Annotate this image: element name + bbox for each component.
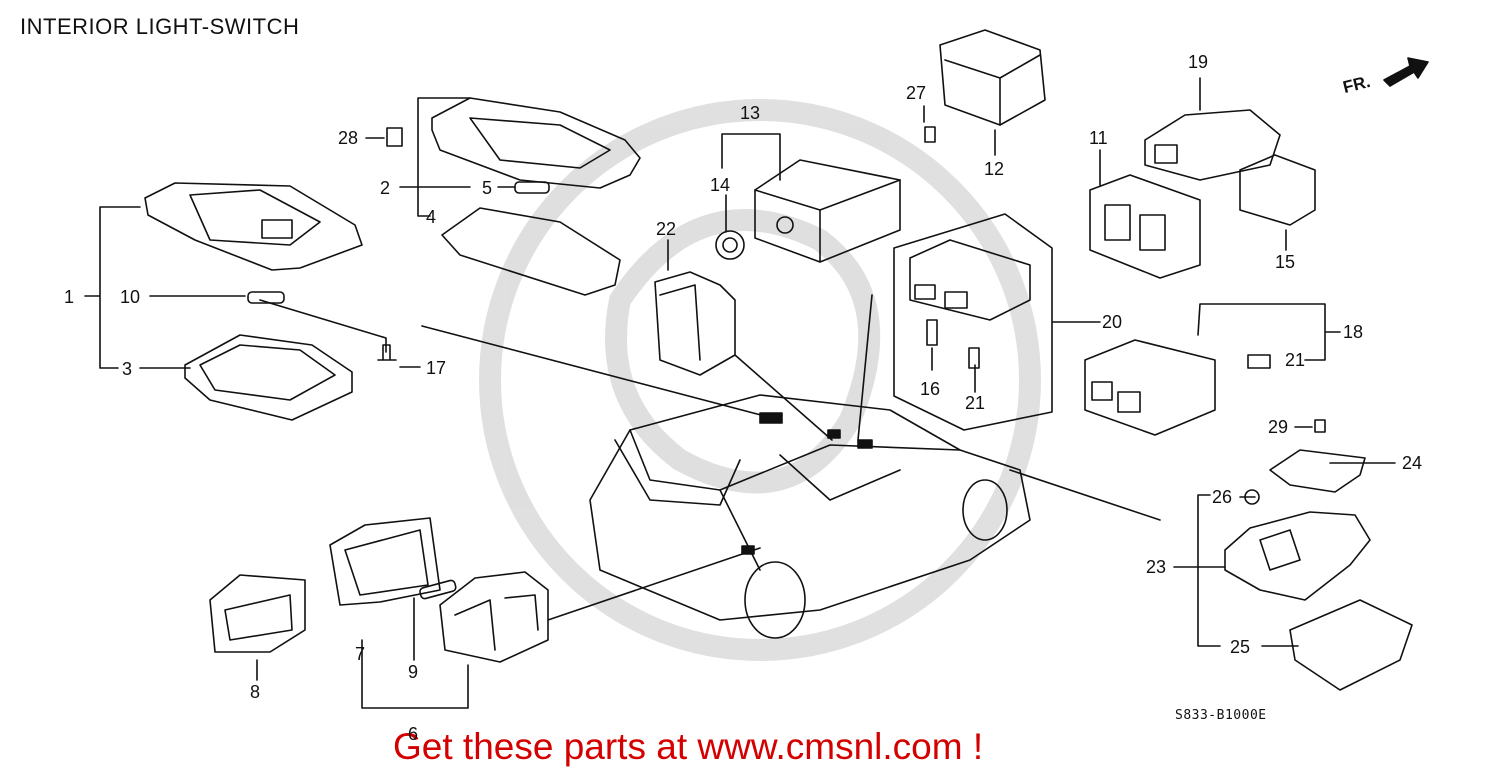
bulb-5 — [514, 181, 550, 194]
front-arrow-icon — [1383, 57, 1429, 87]
callout-10: 10 — [120, 287, 140, 307]
bulb-9 — [419, 579, 457, 600]
bulb-21a — [968, 347, 980, 369]
callout-21a: 21 — [965, 393, 985, 413]
knob-14 — [715, 230, 745, 260]
rheostat-13 — [754, 159, 901, 263]
callout-12: 12 — [984, 159, 1004, 179]
callout-24: 24 — [1402, 453, 1422, 473]
screw-17 — [377, 344, 397, 361]
bulb-21b — [1247, 354, 1271, 369]
callout-9: 9 — [408, 662, 418, 682]
vehicle-outline — [589, 394, 1031, 639]
callout-13: 13 — [740, 103, 760, 123]
bulb-16 — [926, 319, 938, 346]
bracket-24 — [1269, 449, 1366, 493]
callout-17: 17 — [426, 358, 446, 378]
lens-3 — [184, 334, 353, 421]
callout-4: 4 — [426, 207, 436, 227]
callout-22: 22 — [656, 219, 676, 239]
callout-27: 27 — [906, 83, 926, 103]
nut-28 — [386, 127, 403, 147]
lens-4 — [441, 207, 621, 296]
callout-16: 16 — [920, 379, 940, 399]
callout-7: 7 — [355, 644, 365, 664]
switch-19 — [1144, 109, 1281, 181]
callout-25: 25 — [1230, 637, 1250, 657]
switch-22 — [654, 271, 736, 376]
callout-3: 3 — [122, 359, 132, 379]
light-8 — [209, 574, 306, 653]
callout-8: 8 — [250, 682, 260, 702]
relay-12 — [939, 29, 1046, 126]
callout-20: 20 — [1102, 312, 1122, 332]
diagram-title: INTERIOR LIGHT-SWITCH — [20, 14, 300, 39]
switch-18 — [1084, 339, 1216, 436]
callout-14: 14 — [710, 175, 730, 195]
housing-23 — [1224, 511, 1371, 601]
lens-25 — [1289, 599, 1413, 691]
screw-27 — [924, 126, 936, 143]
callout-1: 1 — [64, 287, 74, 307]
callout-2: 2 — [380, 178, 390, 198]
callout-23: 23 — [1146, 557, 1166, 577]
promo-link[interactable]: Get these parts at www.cmsnl.com ! — [393, 726, 984, 767]
bulb-10 — [247, 291, 285, 304]
drawing-code: S833-B1000E — [1175, 708, 1267, 723]
callout-28: 28 — [338, 128, 358, 148]
callout-labels: 1 2 3 4 5 6 7 8 9 10 11 12 13 14 15 16 1… — [64, 52, 1422, 744]
screw-29 — [1314, 419, 1326, 433]
callout-26: 26 — [1212, 487, 1232, 507]
switch-20 — [909, 239, 1031, 321]
clip-26 — [1244, 489, 1260, 505]
switch-15 — [1239, 154, 1316, 226]
callout-29: 29 — [1268, 417, 1288, 437]
callout-5: 5 — [482, 178, 492, 198]
callout-21b: 21 — [1285, 350, 1305, 370]
light-assembly-7 — [329, 517, 441, 606]
socket-6 — [439, 571, 549, 663]
dome-light-housing-1 — [144, 182, 363, 271]
callout-19: 19 — [1188, 52, 1208, 72]
callout-6: 6 — [408, 724, 418, 744]
map-light-housing-2 — [431, 97, 641, 189]
callout-18: 18 — [1343, 322, 1363, 342]
bezel-11 — [1089, 174, 1201, 279]
callout-15: 15 — [1275, 252, 1295, 272]
callout-11: 11 — [1089, 128, 1108, 148]
leader-lines — [84, 77, 1396, 709]
